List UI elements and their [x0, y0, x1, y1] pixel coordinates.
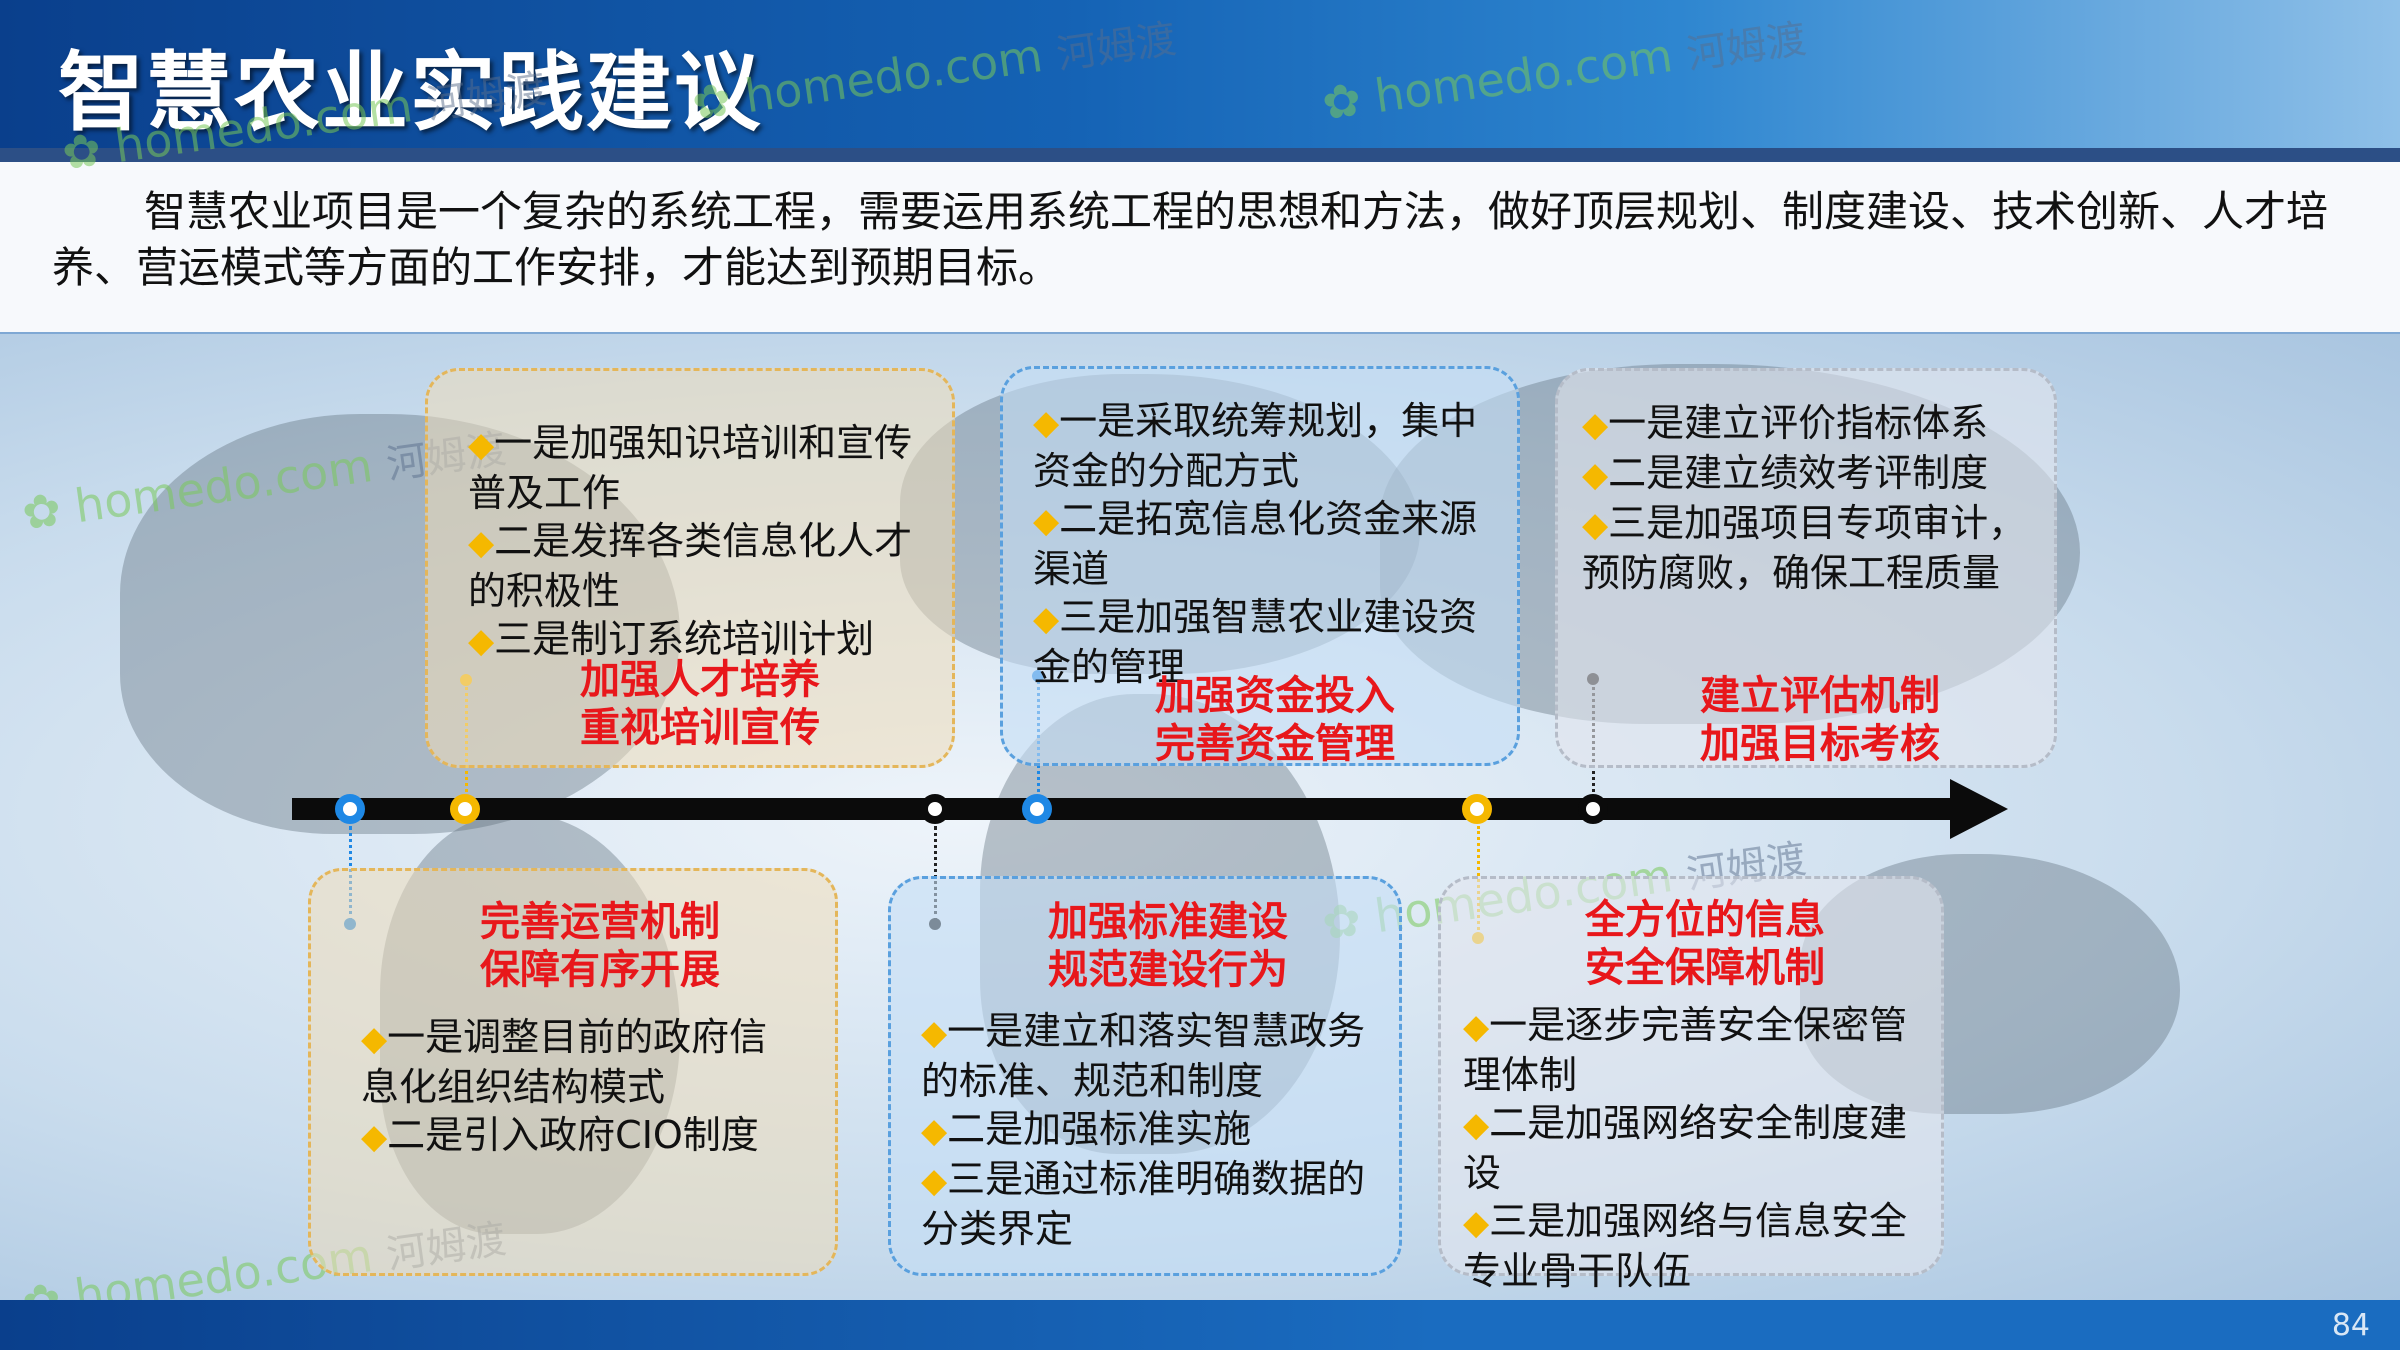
info-box-operations: ◆一是调整目前的政府信息化组织结构模式 ◆二是引入政府CIO制度 — [308, 868, 838, 1276]
diamond-bullet-icon: ◆ — [1463, 1007, 1490, 1047]
box-item: 二是加强标准实施 — [947, 1107, 1252, 1151]
diamond-bullet-icon: ◆ — [361, 1019, 388, 1059]
page-number: 84 — [2331, 1308, 2370, 1343]
box-heading: 加强人才培养 重视培训宣传 — [580, 657, 820, 751]
box-heading: 完善运营机制 保障有序开展 — [480, 899, 720, 993]
box-heading: 全方位的信息 安全保障机制 — [1585, 897, 1825, 991]
diamond-bullet-icon: ◆ — [1033, 403, 1060, 443]
box-item: 三是加强项目专项审计，预防腐败，确保工程质量 — [1582, 501, 2027, 595]
flower-logo-icon: ✿ — [688, 71, 735, 131]
diamond-bullet-icon: ◆ — [1463, 1203, 1490, 1243]
timeline-arrow-icon — [1950, 779, 2008, 839]
info-box-funding: ◆一是采取统筹规划，集中资金的分配方式 ◆二是拓宽信息化资金来源渠道 ◆三是加强… — [1000, 366, 1520, 766]
page-title: 智慧农业实践建议 — [58, 43, 762, 143]
timeline-node — [1022, 794, 1052, 824]
box-item: 一是逐步完善安全保密管理体制 — [1463, 1003, 1908, 1097]
box-item: 一是建立评价指标体系 — [1608, 401, 1989, 445]
title-bar-band — [0, 148, 2400, 162]
box-item: 二是建立绩效考评制度 — [1608, 451, 1989, 495]
diamond-bullet-icon: ◆ — [361, 1117, 388, 1157]
diamond-bullet-icon: ◆ — [921, 1111, 948, 1151]
diamond-bullet-icon: ◆ — [468, 621, 495, 661]
box-heading: 加强标准建设 规范建设行为 — [1048, 899, 1288, 993]
timeline-node — [450, 794, 480, 824]
diamond-bullet-icon: ◆ — [1033, 501, 1060, 541]
info-box-security: ◆一是逐步完善安全保密管理体制 ◆二是加强网络安全制度建设 ◆三是加强网络与信息… — [1438, 876, 1944, 1293]
diamond-bullet-icon: ◆ — [468, 523, 495, 563]
timeline-axis — [292, 798, 1962, 820]
footer-bar — [0, 1300, 2400, 1350]
box-item: 一是采取统筹规划，集中资金的分配方式 — [1033, 399, 1478, 493]
connector-line — [934, 826, 937, 922]
timeline-node — [1578, 794, 1608, 824]
diamond-bullet-icon: ◆ — [468, 425, 495, 465]
diamond-bullet-icon: ◆ — [1463, 1105, 1490, 1145]
diamond-bullet-icon: ◆ — [921, 1161, 948, 1201]
box-item: 一是调整目前的政府信息化组织结构模式 — [361, 1015, 768, 1109]
flower-logo-icon: ✿ — [58, 121, 105, 181]
box-item: 三是通过标准明确数据的分类界定 — [921, 1157, 1366, 1251]
box-item: 三是加强网络与信息安全专业骨干队伍 — [1463, 1199, 1908, 1293]
diamond-bullet-icon: ◆ — [921, 1013, 948, 1053]
diamond-bullet-icon: ◆ — [1582, 455, 1609, 495]
diamond-bullet-icon: ◆ — [1582, 405, 1609, 445]
box-heading: 加强资金投入 完善资金管理 — [1155, 673, 1395, 767]
intro-paragraph: 智慧农业项目是一个复杂的系统工程，需要运用系统工程的思想和方法，做好顶层规划、制… — [0, 162, 2400, 334]
box-item: 二是拓宽信息化资金来源渠道 — [1033, 497, 1478, 591]
timeline-node — [335, 794, 365, 824]
diamond-bullet-icon: ◆ — [1582, 505, 1609, 545]
flower-logo-icon: ✿ — [1318, 71, 1365, 131]
box-item: 三是加强智慧农业建设资金的管理 — [1033, 595, 1478, 689]
timeline-node — [1462, 794, 1492, 824]
box-item: 三是制订系统培训计划 — [494, 617, 875, 661]
title-bar — [0, 0, 2400, 160]
box-heading: 建立评估机制 加强目标考核 — [1700, 673, 1940, 767]
flower-logo-icon: ✿ — [18, 481, 65, 541]
info-box-evaluation: ◆一是建立评价指标体系 ◆二是建立绩效考评制度 ◆三是加强项目专项审计，预防腐败… — [1555, 368, 2057, 768]
box-item: 一是建立和落实智慧政务的标准、规范和制度 — [921, 1009, 1366, 1103]
timeline-node — [920, 794, 950, 824]
box-item: 一是加强知识培训和宣传普及工作 — [468, 421, 913, 515]
info-box-talent: ◆一是加强知识培训和宣传普及工作 ◆二是发挥各类信息化人才的积极性 ◆三是制订系… — [425, 368, 955, 768]
info-box-standards: ◆一是建立和落实智慧政务的标准、规范和制度 ◆二是加强标准实施 ◆三是通过标准明… — [888, 876, 1402, 1276]
box-item: 二是引入政府CIO制度 — [387, 1113, 759, 1157]
box-item: 二是加强网络安全制度建设 — [1463, 1101, 1908, 1195]
box-item: 二是发挥各类信息化人才的积极性 — [468, 519, 913, 613]
diamond-bullet-icon: ◆ — [1033, 599, 1060, 639]
